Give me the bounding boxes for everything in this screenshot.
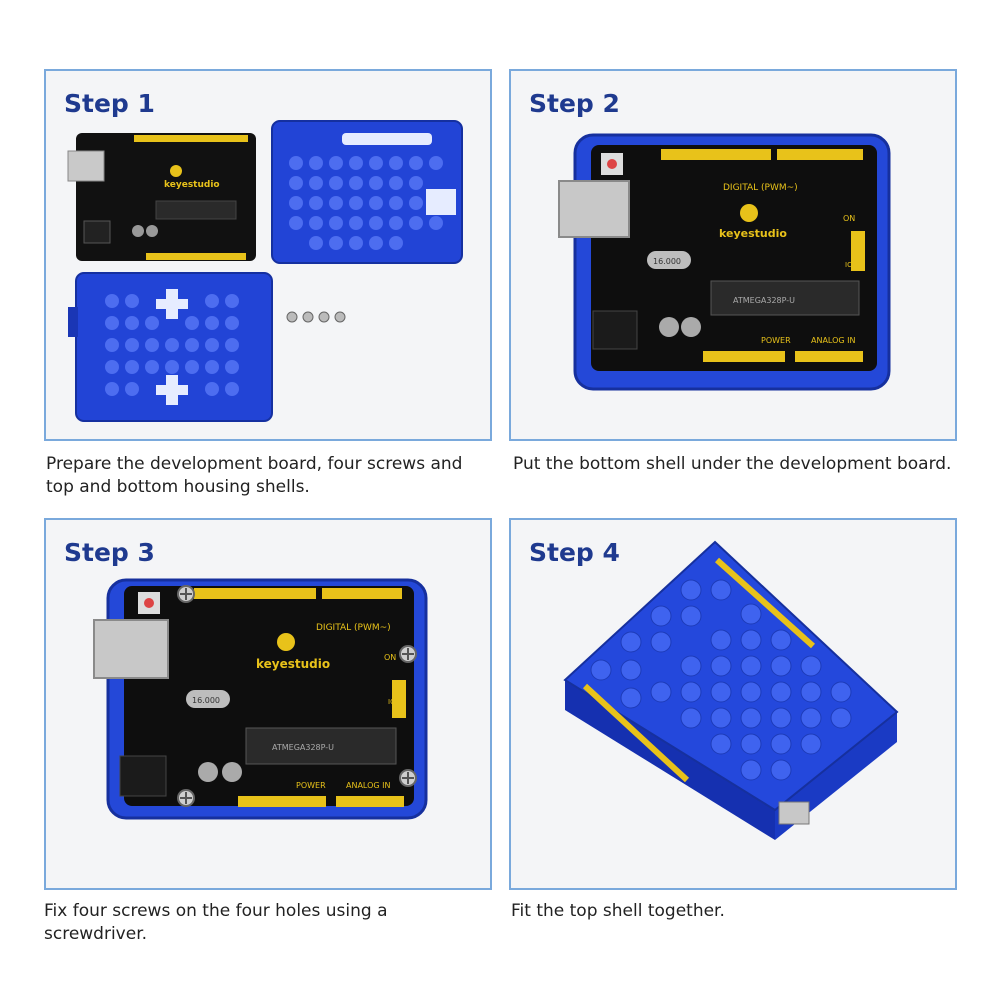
step-1-panel: Step 1 keyestudio [44, 69, 492, 441]
icsp-label: ICSP [388, 698, 404, 706]
screws [286, 311, 346, 323]
digital-label: DIGITAL (PWM~) [316, 623, 391, 633]
board-brand: keyestudio [164, 180, 220, 190]
step-3-caption: Fix four screws on the four holes using … [44, 901, 388, 944]
development-board: DIGITAL (PWM~) keyestudio ATMEGA328P-U 1… [558, 145, 877, 371]
top-shell [68, 272, 273, 422]
on-label: ON [384, 653, 396, 662]
step-2-illustration: DIGITAL (PWM~) keyestudio ATMEGA328P-U 1… [558, 133, 891, 391]
crystal-label: 16.000 [653, 257, 681, 266]
bottom-shell [271, 120, 463, 264]
step-4-illustration [563, 540, 899, 840]
step-3-panel: Step 3 DIGITAL (PWM~) keyestudio ATMEGA3… [44, 518, 492, 890]
step-4-title: Step 4 [529, 538, 620, 567]
chip-label: ATMEGA328P-U [272, 743, 334, 752]
chip-label: ATMEGA328P-U [733, 296, 795, 305]
step-3-title: Step 3 [64, 538, 155, 567]
step-4-panel: Step 4 [509, 518, 957, 890]
on-label: ON [843, 214, 855, 223]
assembled-case [563, 540, 899, 840]
icsp-label: ICSP [845, 261, 861, 269]
step-1-title: Step 1 [64, 89, 155, 118]
step-3-illustration: DIGITAL (PWM~) keyestudio ATMEGA328P-U 1… [93, 578, 428, 820]
screws [177, 585, 417, 807]
power-label: POWER [761, 336, 791, 345]
step-2-title: Step 2 [529, 89, 620, 118]
step-2-caption: Put the bottom shell under the developme… [513, 454, 952, 474]
crystal-label: 16.000 [192, 696, 220, 705]
analog-label: ANALOG IN [346, 781, 391, 790]
analog-label: ANALOG IN [811, 336, 856, 345]
step-4-caption: Fit the top shell together. [511, 901, 725, 921]
board-brand: keyestudio [719, 227, 787, 240]
digital-label: DIGITAL (PWM~) [723, 183, 798, 193]
board-brand: keyestudio [256, 657, 330, 671]
step-1-caption: Prepare the development board, four scre… [46, 454, 463, 497]
power-label: POWER [296, 781, 326, 790]
development-board: keyestudio [67, 133, 256, 261]
development-board: DIGITAL (PWM~) keyestudio ATMEGA328P-U 1… [93, 586, 414, 807]
step-2-panel: Step 2 DIGITAL (PWM~) keyestudio ATMEGA3… [509, 69, 957, 441]
step-1-illustration: keyestudio [67, 120, 463, 422]
